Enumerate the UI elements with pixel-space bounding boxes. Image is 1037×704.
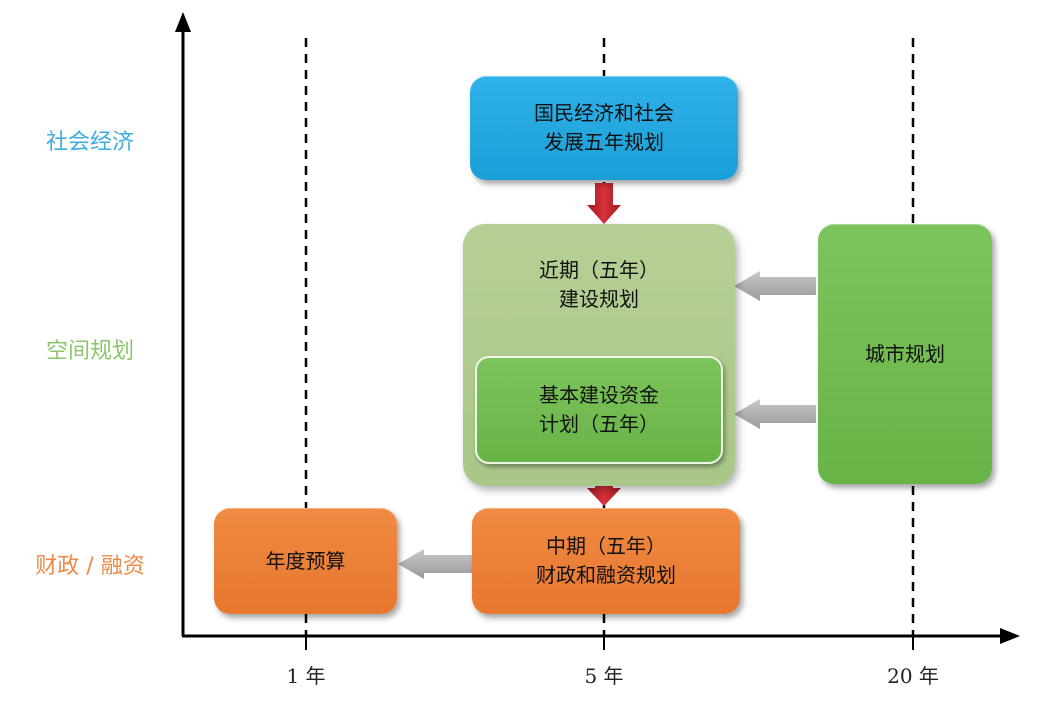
national-plan-line2: 发展五年规划 (544, 130, 664, 154)
row-label-social-economic: 社会经济 (45, 130, 134, 155)
row-label-spatial-planning: 空间规划 (45, 339, 134, 364)
city-plan-label: 城市规划 (865, 341, 945, 366)
capital-plan-line1: 基本建设资金 (539, 383, 659, 407)
down-arrow-national-to-near-term (587, 183, 621, 224)
arrow-city-to-near-term (734, 271, 816, 301)
annual-budget-box: 年度预算 (214, 508, 397, 614)
arrow-city-to-capital-plan (734, 399, 816, 429)
arrow-mid-term-to-annual-budget (398, 549, 472, 579)
row-label-fiscal-financing: 财政 / 融资 (35, 554, 145, 579)
x-axis-arrowhead (1000, 628, 1020, 644)
y-axis-arrowhead (175, 12, 191, 32)
national-plan-line1: 国民经济和社会 (534, 101, 674, 125)
mid-term-line2: 财政和融资规划 (536, 563, 676, 587)
city-plan-box: 城市规划 (818, 224, 992, 484)
tick-label-20yr: 20 年 (887, 664, 939, 688)
near-term-line2: 建设规划 (559, 287, 639, 311)
tick-label-5yr: 5 年 (584, 664, 624, 688)
annual-budget-label: 年度预算 (265, 548, 346, 573)
capital-construction-fund-plan-box: 基本建设资金 计划（五年） (475, 356, 723, 464)
national-five-year-plan-box: 国民经济和社会 发展五年规划 (470, 76, 738, 180)
capital-plan-line2: 计划（五年） (539, 412, 659, 436)
mid-term-fiscal-financing-plan-box: 中期（五年） 财政和融资规划 (472, 508, 740, 614)
near-term-line1: 近期（五年） (539, 258, 659, 282)
tick-label-1yr: 1 年 (286, 664, 326, 688)
mid-term-line1: 中期（五年） (546, 534, 666, 558)
